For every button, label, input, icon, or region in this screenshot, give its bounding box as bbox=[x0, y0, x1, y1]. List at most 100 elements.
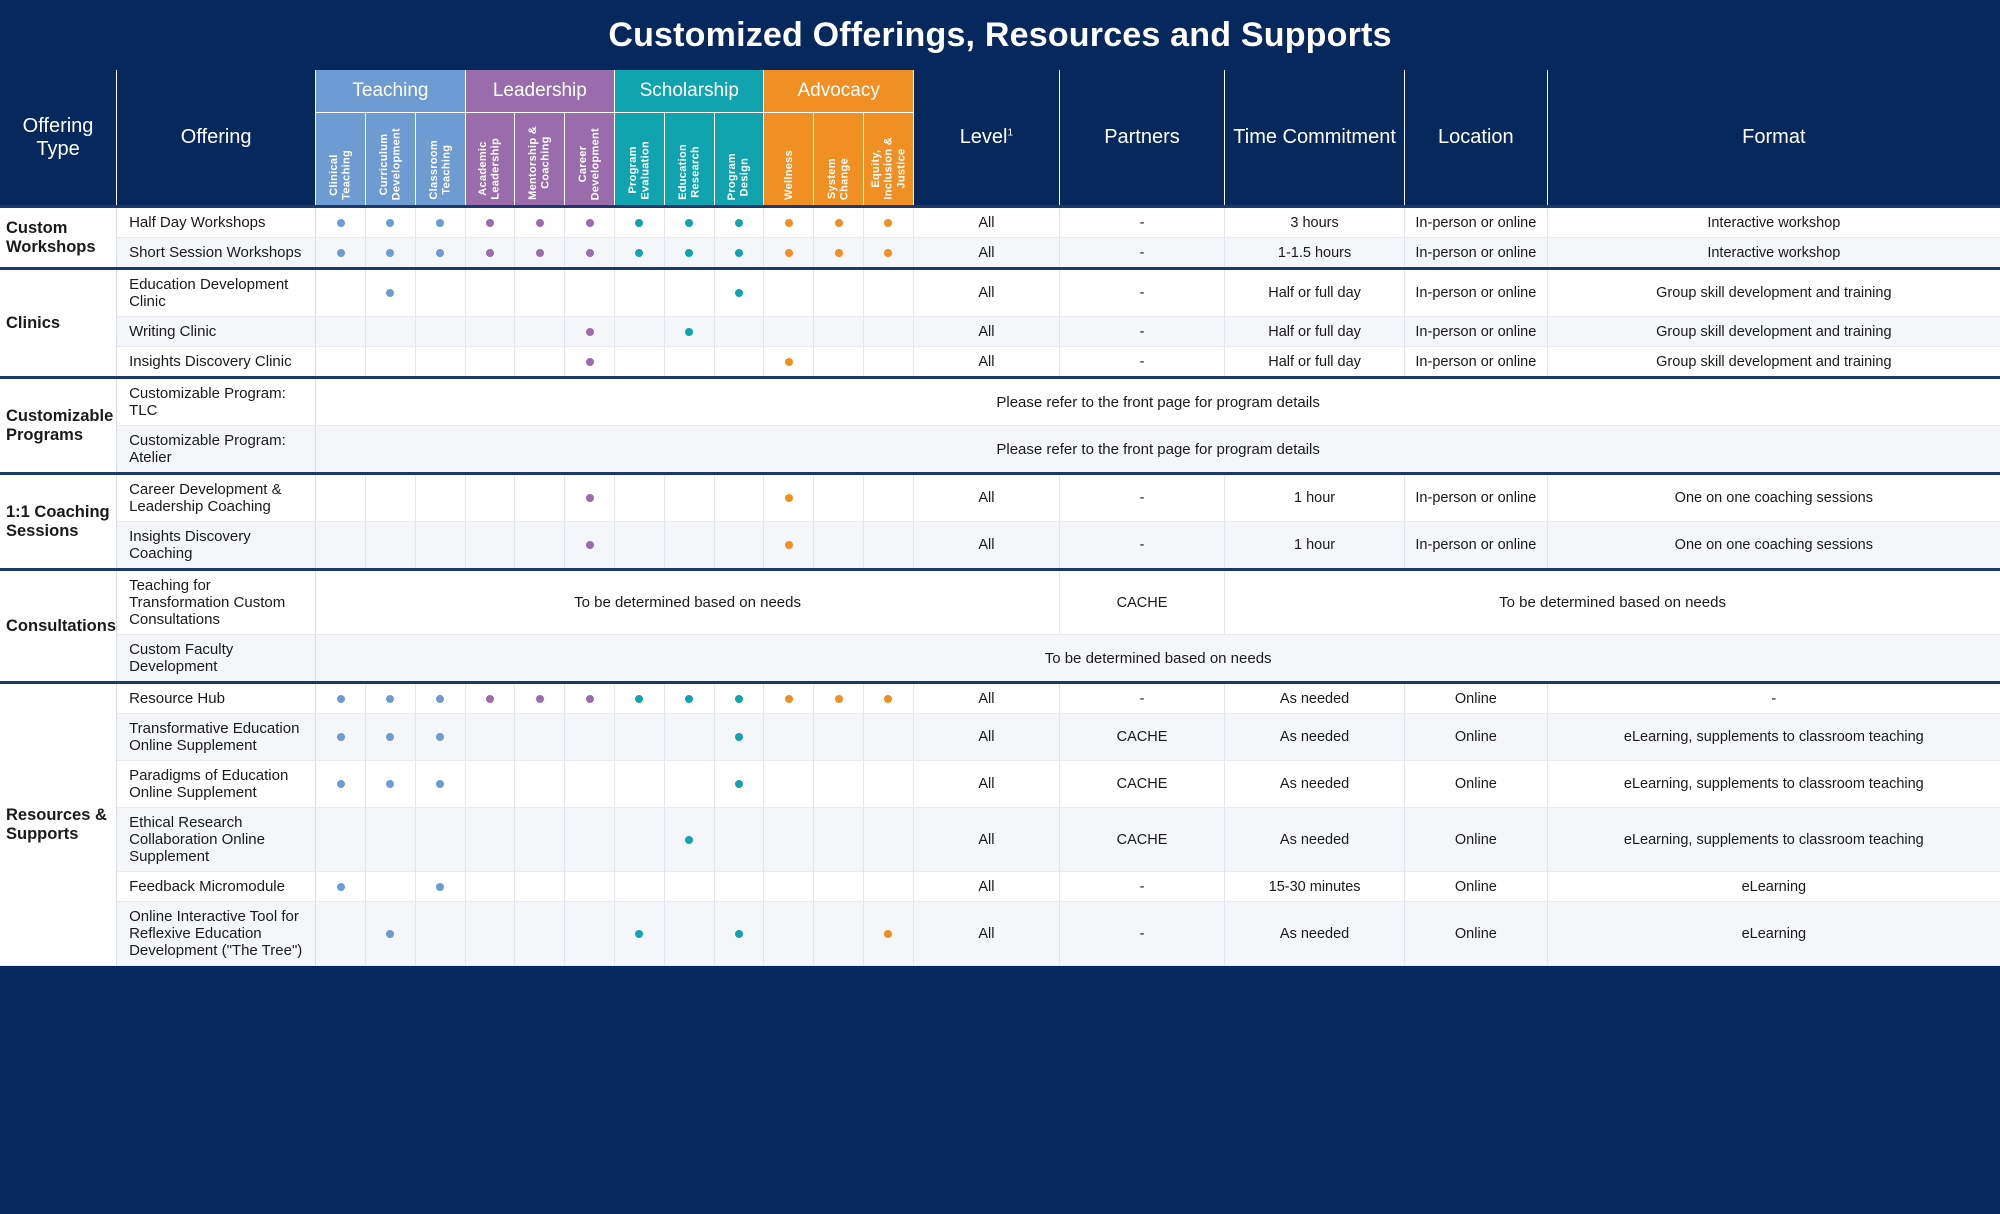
capability-cell bbox=[664, 316, 715, 347]
offering-type-cell: Custom Workshops bbox=[0, 205, 118, 269]
capability-dot bbox=[585, 248, 594, 257]
capability-cell bbox=[514, 807, 566, 872]
capability-cell bbox=[863, 901, 914, 966]
capability-cell bbox=[465, 316, 516, 347]
tail-note: To be determined based on needs bbox=[1224, 568, 2000, 635]
capability-dot bbox=[486, 694, 495, 703]
level-cell: All bbox=[913, 901, 1060, 966]
row-span-note: Please refer to the front page for progr… bbox=[315, 376, 2000, 426]
time-commitment-cell: Half or full day bbox=[1224, 316, 1406, 347]
capability-cell bbox=[664, 346, 715, 378]
time-commitment-cell: As needed bbox=[1224, 681, 1406, 714]
capability-cell bbox=[664, 681, 715, 714]
capability-dot bbox=[486, 218, 495, 227]
capability-cell bbox=[763, 713, 815, 761]
capability-cell bbox=[365, 871, 416, 902]
title-bar: Customized Offerings, Resources and Supp… bbox=[0, 0, 2000, 70]
capability-dot bbox=[436, 248, 445, 257]
time-commitment-cell: 1 hour bbox=[1224, 472, 1406, 522]
location-cell: In-person or online bbox=[1404, 205, 1548, 238]
offering-name-cell: Career Development & Leadership Coaching bbox=[116, 472, 317, 522]
capability-dot bbox=[585, 494, 594, 502]
capability-cell bbox=[564, 871, 616, 902]
capability-cell bbox=[315, 237, 367, 269]
level-cell: All bbox=[913, 871, 1060, 902]
partners-cell: CACHE bbox=[1059, 807, 1226, 872]
capability-cell bbox=[664, 760, 715, 808]
subcol-clinical-teaching: Clinical Teaching bbox=[315, 112, 367, 207]
capability-dot bbox=[834, 248, 843, 257]
capability-cell bbox=[863, 521, 914, 570]
table-row: Transformative Education Online Suppleme… bbox=[0, 713, 2000, 761]
capability-cell bbox=[714, 267, 765, 317]
capability-dot bbox=[386, 780, 395, 788]
capability-cell bbox=[763, 205, 815, 238]
offering-name-cell: Ethical Research Collaboration Online Su… bbox=[116, 807, 317, 872]
table-row: Online Interactive Tool for Reflexive Ed… bbox=[0, 901, 2000, 966]
capability-dot bbox=[735, 218, 744, 227]
capability-cell bbox=[863, 681, 914, 714]
capability-cell bbox=[465, 267, 516, 317]
capability-cell bbox=[614, 521, 665, 570]
capability-cell bbox=[763, 346, 815, 378]
capability-dot bbox=[735, 289, 744, 297]
capability-cell bbox=[415, 237, 466, 269]
capability-cell bbox=[813, 346, 865, 378]
location-cell: Online bbox=[1404, 901, 1548, 966]
time-commitment-cell: 3 hours bbox=[1224, 205, 1406, 238]
partners-cell: - bbox=[1059, 901, 1226, 966]
offering-name-cell: Insights Discovery Coaching bbox=[116, 521, 317, 570]
subcol-mentorship-coaching: Mentorship & Coaching bbox=[514, 112, 566, 207]
page-title: Customized Offerings, Resources and Supp… bbox=[608, 15, 1392, 54]
capability-cell bbox=[614, 346, 665, 378]
capability-dot bbox=[735, 694, 744, 703]
subcol-label: Academic Leadership bbox=[477, 138, 503, 200]
capability-cell bbox=[514, 871, 566, 902]
partners-cell: - bbox=[1059, 205, 1226, 238]
capability-cell bbox=[813, 521, 865, 570]
subcol-label: Program Design bbox=[726, 152, 752, 200]
subcol-system-change: System Change bbox=[813, 112, 865, 207]
capability-cell bbox=[465, 871, 516, 902]
offering-name-cell: Transformative Education Online Suppleme… bbox=[116, 713, 317, 761]
capability-dot bbox=[585, 357, 594, 366]
capability-dot bbox=[336, 248, 345, 257]
time-commitment-cell: 15-30 minutes bbox=[1224, 871, 1406, 902]
capability-cell bbox=[813, 316, 865, 347]
subcol-label: System Change bbox=[826, 157, 851, 200]
time-commitment-cell: As needed bbox=[1224, 807, 1406, 872]
capability-dot bbox=[635, 694, 644, 703]
location-cell: Online bbox=[1404, 807, 1548, 872]
capability-cell bbox=[564, 237, 616, 269]
level-cell: All bbox=[913, 681, 1060, 714]
capability-cell bbox=[315, 521, 367, 570]
offering-name-cell: Short Session Workshops bbox=[116, 237, 317, 269]
subcol-label: Equity, Inclusion & Justice bbox=[869, 137, 907, 200]
partners-cell: - bbox=[1059, 316, 1226, 347]
capability-cell bbox=[564, 205, 616, 238]
partners-cell: CACHE bbox=[1059, 713, 1226, 761]
group-advocacy: Advocacy bbox=[763, 70, 914, 113]
subcol-label: Clinical Teaching bbox=[328, 150, 353, 200]
capability-dot bbox=[735, 780, 744, 788]
level-cell: All bbox=[913, 807, 1060, 872]
capability-cell bbox=[813, 472, 865, 522]
capability-cell bbox=[514, 267, 566, 317]
time-commitment-cell: Half or full day bbox=[1224, 346, 1406, 378]
capability-cell bbox=[763, 681, 815, 714]
format-cell: One on one coaching sessions bbox=[1547, 521, 2000, 570]
capability-cell bbox=[365, 267, 416, 317]
capability-cell bbox=[514, 205, 566, 238]
capability-cell bbox=[714, 346, 765, 378]
partners-cell: CACHE bbox=[1059, 760, 1226, 808]
capability-cell bbox=[315, 901, 367, 966]
format-cell: eLearning bbox=[1547, 901, 2000, 966]
capability-cell bbox=[714, 807, 765, 872]
capability-dot bbox=[884, 929, 893, 938]
capability-cell bbox=[813, 760, 865, 808]
capability-dot bbox=[535, 248, 544, 257]
offering-name-cell: Feedback Micromodule bbox=[116, 871, 317, 902]
